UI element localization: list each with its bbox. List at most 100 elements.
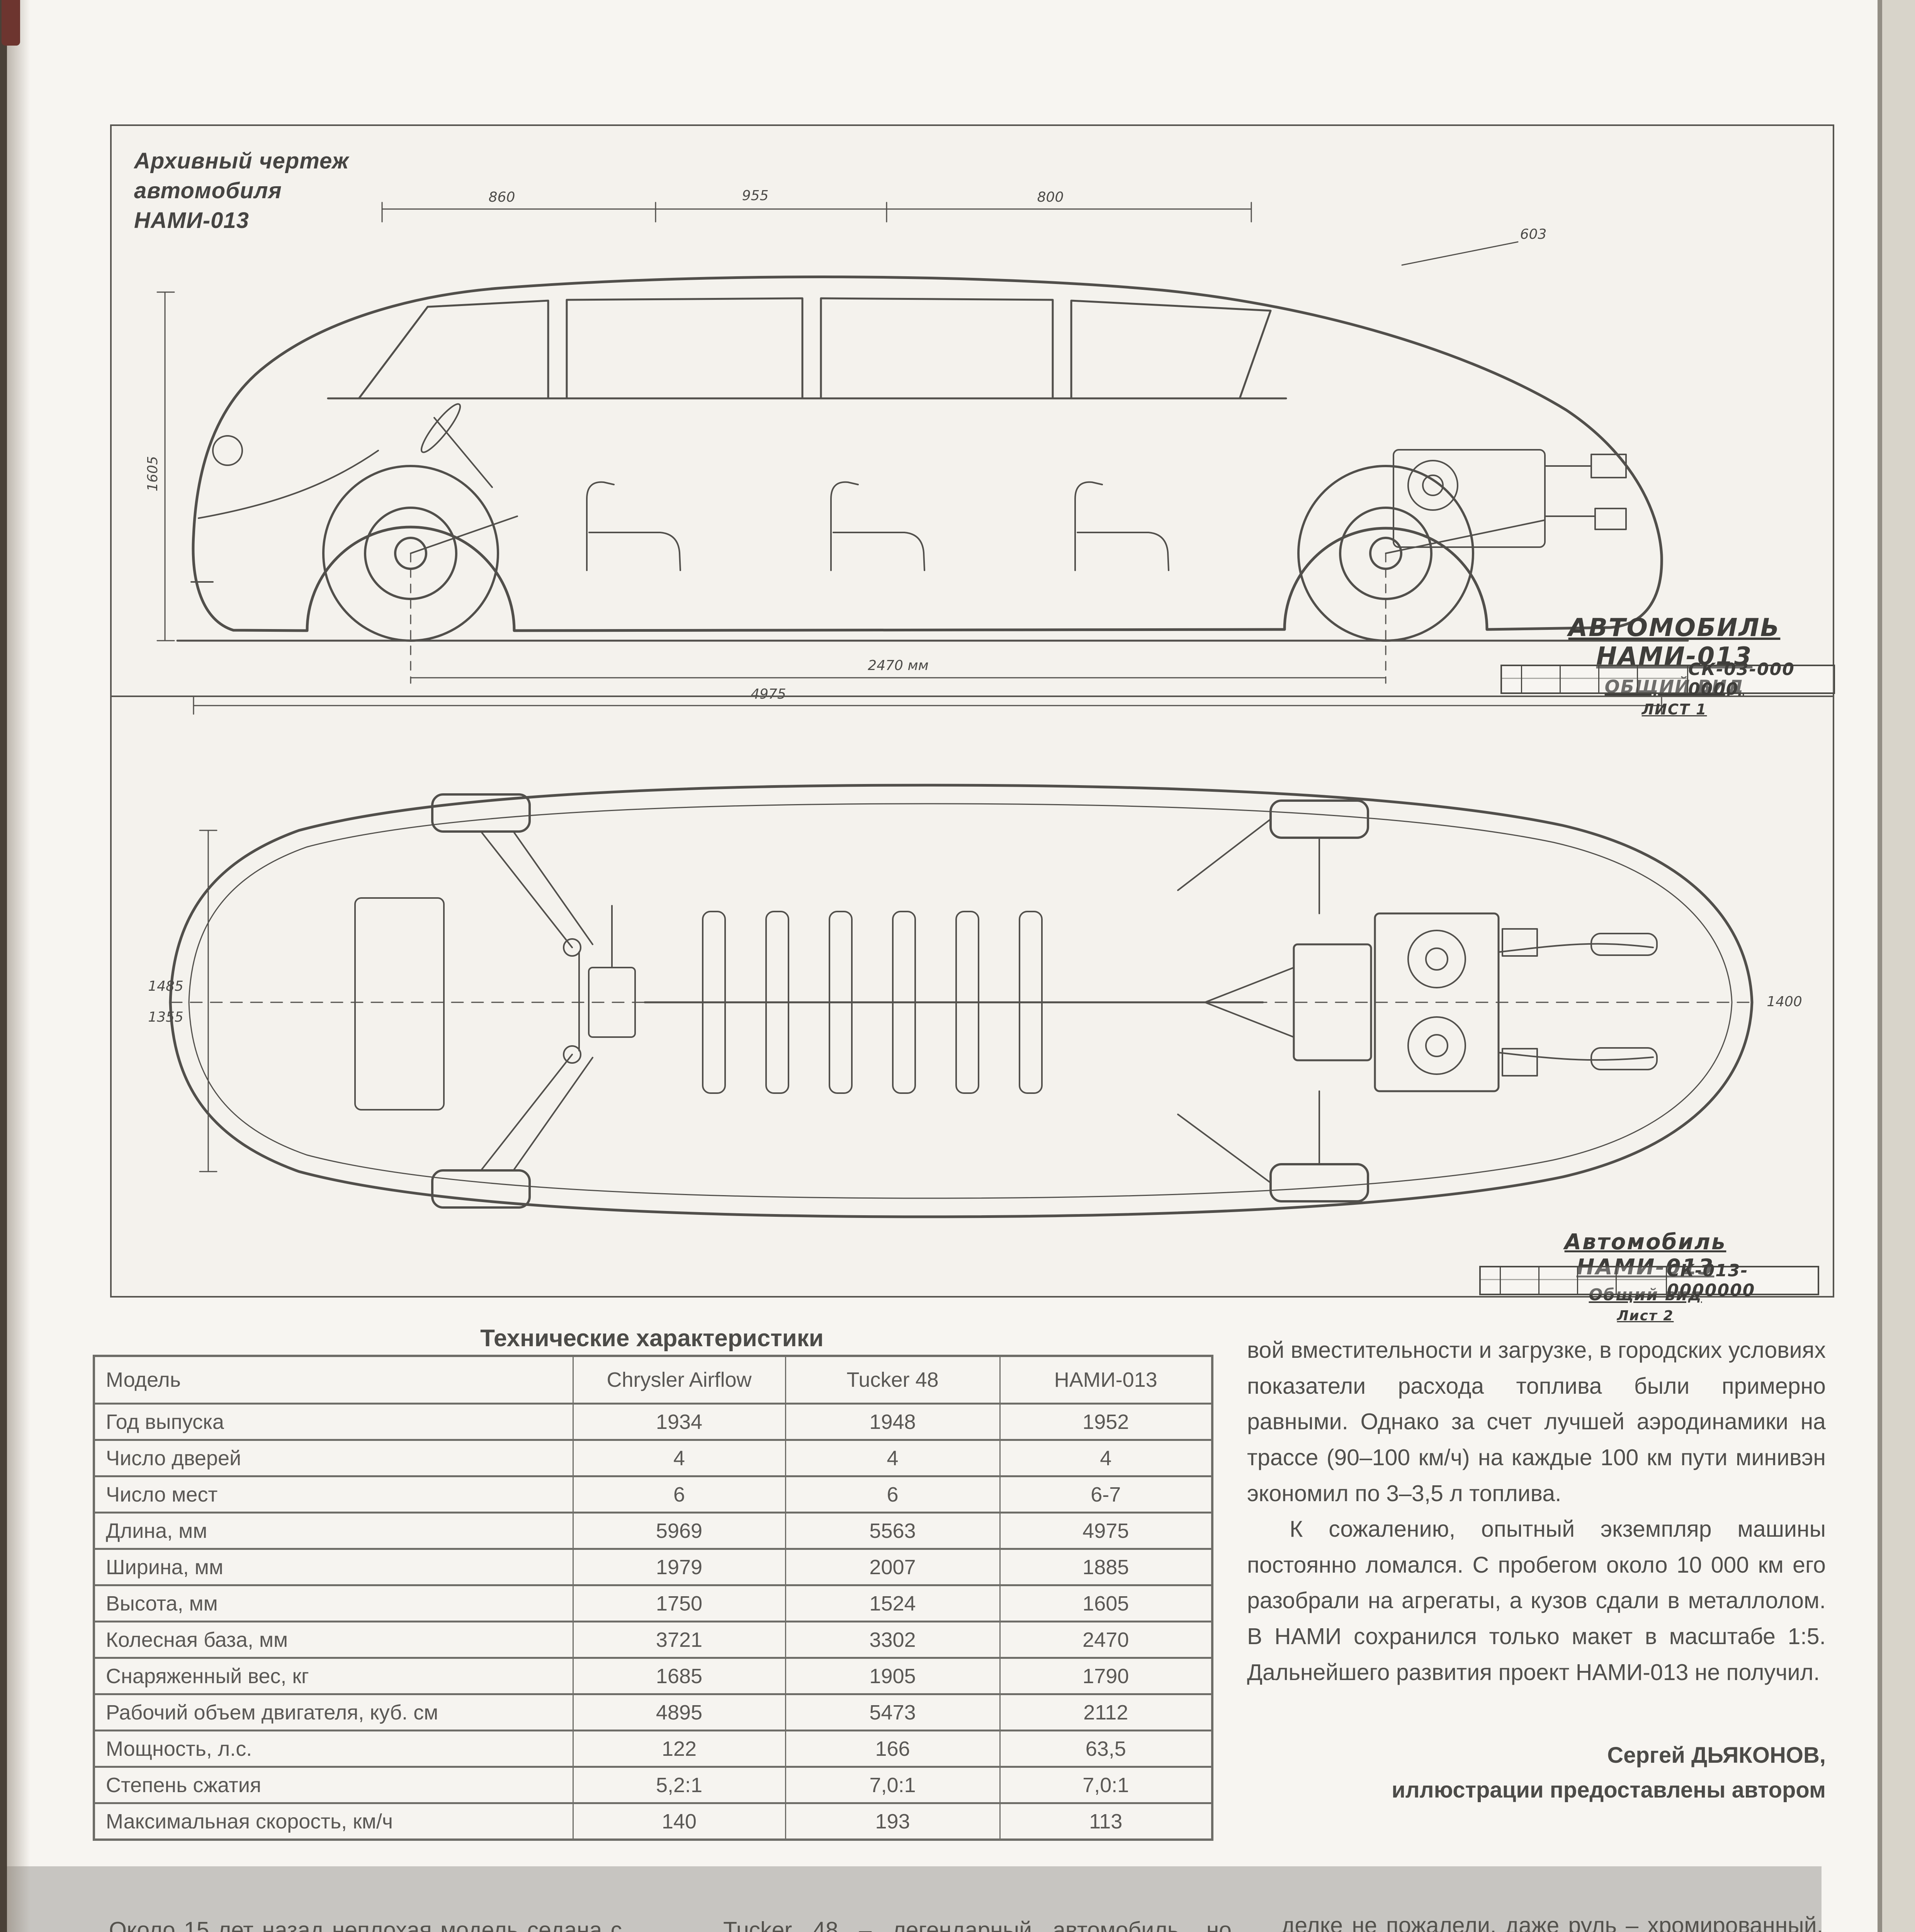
spec-value: 1979 (572, 1548, 786, 1586)
spec-value: 4975 (999, 1512, 1213, 1550)
titleblock-sheet-number: ЛИСТ 1 (1641, 701, 1707, 718)
spec-value: 3721 (572, 1621, 786, 1659)
specs-table: Модель Chrysler Airflow Tucker 48 НАМИ-0… (93, 1355, 1213, 1841)
spec-value: 1952 (999, 1403, 1213, 1441)
stamp-code: СК-03-000 0000 (1688, 660, 1795, 699)
spec-label: Число мест (93, 1475, 574, 1514)
dim-length: 4975 (751, 686, 786, 702)
stamp-cell (1638, 666, 1688, 692)
scan-red-mark (2, 0, 20, 46)
blueprint-side-view: 860 955 800 603 1605 2470 мм 4975 (145, 188, 1689, 715)
dim-top1: 860 (489, 189, 515, 205)
column-header: Tucker 48 (785, 1355, 1001, 1405)
dimension-labels: 860 955 800 603 1605 2470 мм 4975 (145, 188, 1546, 702)
spec-value: 4895 (572, 1693, 786, 1731)
stamp-cell (1502, 666, 1522, 692)
review-column-3: делке не пожалели, даже руль – хромирова… (1281, 1907, 1823, 1932)
spec-value: 2470 (999, 1621, 1213, 1659)
stamp-sheet1: СК-03-000 0000 (1500, 660, 1835, 699)
stamp-cell (1481, 1267, 1501, 1294)
review-section: Около 15 лет назад неплохая модель седан… (6, 1866, 1823, 1932)
scan-binding-shadow (7, 0, 30, 1932)
spec-label: Колесная база, мм (93, 1621, 574, 1659)
spec-value: 6-7 (999, 1475, 1213, 1514)
spec-value: 6 (572, 1475, 786, 1514)
spec-value: 6 (785, 1475, 1001, 1514)
stamp-cell (1522, 666, 1561, 692)
author-credit: иллюстрации предоставлены автором (1392, 1777, 1826, 1803)
spec-value: 1885 (999, 1548, 1213, 1586)
dim-right: 1400 (1767, 994, 1802, 1010)
plan-wheels (431, 793, 1369, 1209)
dim-height: 1605 (145, 456, 161, 492)
spec-value: 63,5 (999, 1730, 1213, 1768)
spec-value: 1685 (572, 1657, 786, 1695)
titleblock-sheet2: Автомобиль НАМИ-013 Общий вид Лист 2 (1502, 1230, 1788, 1324)
spec-value: 1790 (999, 1657, 1213, 1695)
paragraph: Около 15 лет назад неплохая модель седан… (109, 1917, 622, 1932)
column-header: Chrysler Airflow (572, 1355, 786, 1405)
plan-dimension-lines (199, 830, 217, 1172)
spec-value: 140 (572, 1802, 786, 1841)
spec-value: 122 (572, 1730, 786, 1768)
spec-value: 5,2:1 (572, 1766, 786, 1804)
plan-outline (169, 784, 1754, 1218)
spec-label: Число дверей (93, 1439, 574, 1477)
stamp-code: СК-013-0000000 (1667, 1261, 1755, 1300)
sheet-divider (112, 696, 1833, 697)
front-suspension (354, 831, 636, 1171)
spec-value: 7,0:1 (999, 1766, 1213, 1804)
author-name: Сергей ДЬЯКОНОВ, (1607, 1743, 1826, 1768)
spec-label: Снаряженный вес, кг (93, 1657, 574, 1695)
stamp-cell (1501, 1267, 1539, 1294)
blueprint-underbody-view: 1485 1355 1400 (148, 784, 1802, 1218)
review-column-1: Около 15 лет назад неплохая модель седан… (66, 1912, 622, 1932)
paragraph: делке не пожалели, даже руль – хромирова… (1281, 1913, 1823, 1932)
spec-label: Ширина, мм (93, 1548, 574, 1586)
spec-value: 4 (785, 1439, 1001, 1477)
stamp-cell (1599, 666, 1638, 692)
spec-label: Год выпуска (93, 1403, 574, 1441)
table-header-row: Модель Chrysler Airflow Tucker 48 НАМИ-0… (93, 1355, 1213, 1405)
spec-value: 4 (572, 1439, 786, 1477)
stamp-cell (1617, 1267, 1667, 1294)
spec-value: 7,0:1 (785, 1766, 1001, 1804)
spec-label: Длина, мм (93, 1512, 574, 1550)
spec-value: 2007 (785, 1548, 1001, 1586)
column-header: НАМИ-013 (999, 1355, 1213, 1405)
titleblock-sheet-number: Лист 2 (1617, 1308, 1674, 1324)
dim-top2: 955 (742, 188, 769, 204)
spec-value: 2112 (999, 1693, 1213, 1731)
plan-inner-outline (170, 803, 1753, 1199)
dim-wheelbase: 2470 мм (868, 658, 928, 673)
spec-value: 5969 (572, 1512, 786, 1550)
dim-top3: 800 (1037, 189, 1064, 205)
spec-value: 1750 (572, 1584, 786, 1622)
blueprint-caption: Архивный чертеж автомобиля НАМИ-013 (134, 148, 349, 233)
windows (327, 297, 1287, 400)
spec-label: Мощность, л.с. (93, 1730, 574, 1768)
spec-label: Максимальная скорость, км/ч (93, 1802, 574, 1841)
stamp-sheet2: СК-013-0000000 (1479, 1261, 1819, 1300)
wheels (322, 465, 1474, 642)
dim-side: 603 (1520, 226, 1547, 242)
scan-left-edge (0, 0, 7, 1932)
specs-title: Технические характеристики (480, 1325, 824, 1352)
stamp-cell (1539, 1267, 1578, 1294)
stamp-cell (1578, 1267, 1617, 1294)
author-byline: Сергей ДЬЯКОНОВ, иллюстрации предоставле… (1247, 1738, 1826, 1808)
paragraph: Tucker 48 – легендарный автомобиль, но м… (723, 1917, 1232, 1932)
dim-left2: 1355 (148, 1009, 184, 1025)
blueprint-frame: Архивный чертеж автомобиля НАМИ-013 (110, 124, 1835, 1324)
floor-ribs (644, 911, 1264, 1094)
spec-value: 166 (785, 1730, 1001, 1768)
spec-value: 1524 (785, 1584, 1001, 1622)
car-body-outline (192, 276, 1663, 632)
